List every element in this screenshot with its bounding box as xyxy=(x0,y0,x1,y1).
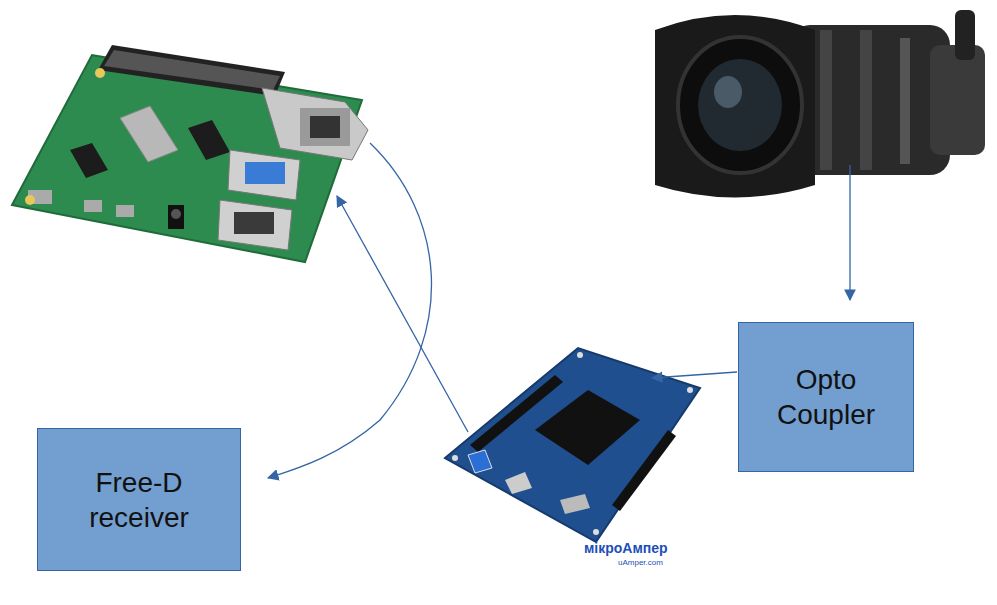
raspberry-pi-picture-part xyxy=(245,162,285,184)
raspberry-pi-picture-part xyxy=(70,143,108,178)
usb-board-picture-part xyxy=(612,430,676,511)
box-label: Free-D receiver xyxy=(48,465,230,535)
raspberry-pi-picture xyxy=(12,45,368,262)
camera-lens-picture-part xyxy=(678,37,802,173)
raspberry-pi-picture-part xyxy=(84,200,102,212)
raspberry-pi-picture-part xyxy=(300,108,350,146)
camera-lens-picture-part xyxy=(820,30,832,170)
usb-board-picture-part xyxy=(577,352,583,358)
usb-board-picture-part xyxy=(505,472,532,494)
signal-arrows-part xyxy=(652,372,737,378)
signal-arrows-part xyxy=(268,143,431,478)
usb-board-picture-part xyxy=(560,494,590,514)
usb-board-picture-part xyxy=(470,375,563,452)
raspberry-pi-picture-part xyxy=(168,205,184,229)
camera-lens-picture-part xyxy=(714,76,742,108)
camera-lens-picture-part xyxy=(955,10,975,60)
raspberry-pi-picture-part xyxy=(12,55,362,262)
raspberry-pi-picture-part xyxy=(116,205,134,217)
raspberry-pi-picture-part xyxy=(171,209,181,219)
raspberry-pi-picture-part xyxy=(234,212,274,234)
process-box: Opto Coupler xyxy=(738,322,914,472)
brand-url: uAmper.com xyxy=(618,558,663,567)
camera-lens-picture-part xyxy=(860,30,872,170)
camera-lens-picture-part xyxy=(655,15,815,198)
raspberry-pi-picture-part xyxy=(95,68,105,78)
signal-arrows-part xyxy=(849,165,850,300)
raspberry-pi-picture-part xyxy=(188,120,230,160)
raspberry-pi-picture-part xyxy=(310,116,340,138)
raspberry-pi-picture-part xyxy=(25,195,35,205)
camera-lens-picture-part xyxy=(930,45,985,155)
raspberry-pi-picture-part xyxy=(218,200,292,250)
brand-logo: мікроАмпер xyxy=(584,540,668,556)
camera-lens-picture-part xyxy=(698,59,782,151)
usb-board-picture-part xyxy=(593,529,599,535)
camera-lens-picture-part xyxy=(900,38,910,164)
usb-board-picture-part xyxy=(535,390,640,465)
process-box: Free-D receiver xyxy=(37,428,241,571)
usb-board-picture-part xyxy=(452,455,458,461)
camera-lens-picture xyxy=(655,10,985,198)
raspberry-pi-picture-part xyxy=(228,150,300,200)
raspberry-pi-picture-part xyxy=(104,50,280,90)
raspberry-pi-picture-part xyxy=(98,45,285,96)
raspberry-pi-picture-part xyxy=(120,106,178,162)
signal-arrows-part xyxy=(337,196,468,432)
box-label: Opto Coupler xyxy=(749,362,903,432)
usb-board-picture-part xyxy=(687,387,693,393)
raspberry-pi-picture-part xyxy=(262,88,368,160)
usb-board-picture-part xyxy=(468,450,492,473)
